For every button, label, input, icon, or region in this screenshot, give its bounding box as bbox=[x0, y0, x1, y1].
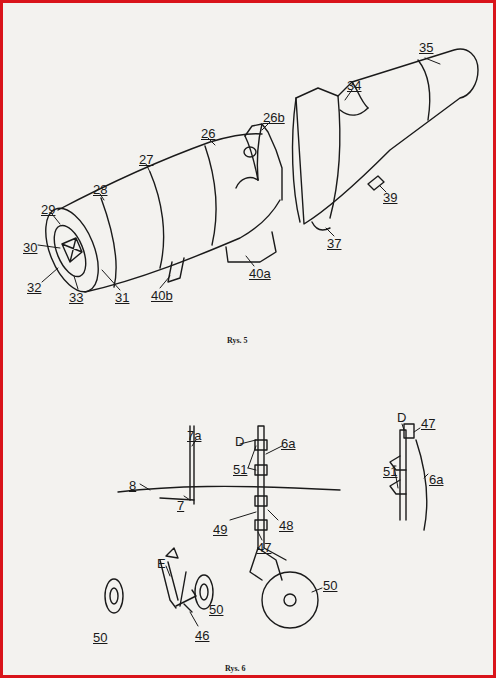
callout-number: 49 bbox=[212, 522, 228, 537]
callout-number: D bbox=[396, 410, 407, 425]
callout-number: 6a bbox=[428, 472, 444, 487]
callout-number: 51 bbox=[232, 462, 248, 477]
callout-number: 51 bbox=[382, 464, 398, 479]
callout-number: 40a bbox=[248, 266, 272, 281]
callout-number: 7a bbox=[186, 428, 202, 443]
callout-number: 37 bbox=[326, 236, 342, 251]
callout-number: 50 bbox=[322, 578, 338, 593]
callout-number: 28 bbox=[92, 182, 108, 197]
callout-number: 35 bbox=[418, 40, 434, 55]
callout-number: 30 bbox=[22, 240, 38, 255]
callout-number: 29 bbox=[40, 202, 56, 217]
fuselage-tail bbox=[293, 49, 478, 230]
callout-number: 8 bbox=[128, 478, 137, 493]
callout-number: 33 bbox=[68, 290, 84, 305]
leader-lines bbox=[140, 424, 428, 626]
callout-number: 48 bbox=[278, 518, 294, 533]
callout-number: 50 bbox=[208, 602, 224, 617]
callout-number: 6a bbox=[280, 436, 296, 451]
callout-number: E bbox=[156, 556, 167, 571]
callout-number: 27 bbox=[138, 152, 154, 167]
callout-number: 31 bbox=[114, 290, 130, 305]
callout-number: 46 bbox=[194, 628, 210, 643]
figure-caption: Rys. 6 bbox=[224, 664, 247, 674]
callout-number: 39 bbox=[382, 190, 398, 205]
leader-lines bbox=[38, 58, 440, 290]
callout-number: 26b bbox=[262, 110, 286, 125]
figure-caption: Rys. 5 bbox=[226, 336, 249, 346]
callout-number: 32 bbox=[26, 280, 42, 295]
callout-number: 47 bbox=[256, 540, 272, 555]
landing-gear bbox=[105, 424, 427, 628]
callout-number: 34 bbox=[346, 78, 362, 93]
callout-number: 26 bbox=[200, 126, 216, 141]
callout-number: 47 bbox=[420, 416, 436, 431]
callout-number: 7 bbox=[176, 498, 185, 513]
callout-number: D bbox=[234, 434, 245, 449]
fuselage-front bbox=[35, 124, 282, 299]
callout-number: 50 bbox=[92, 630, 108, 645]
callout-number: 40b bbox=[150, 288, 174, 303]
